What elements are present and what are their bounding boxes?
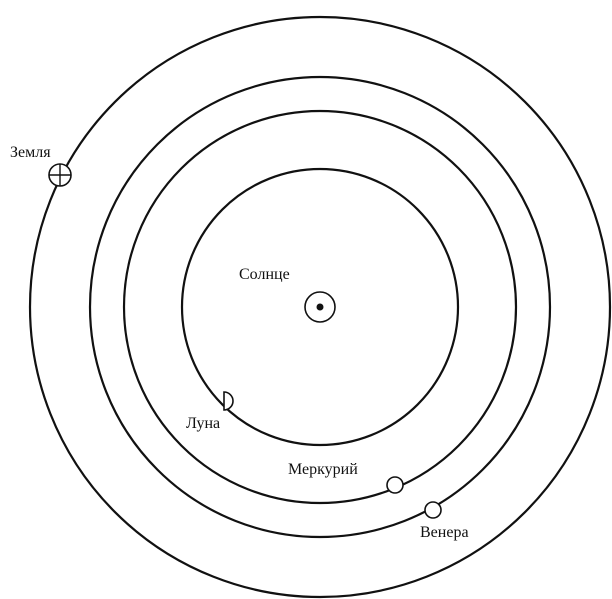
venus-label: Венера (420, 524, 469, 541)
moon-label: Луна (186, 415, 220, 432)
sun-symbol (305, 292, 335, 322)
mercury-label: Меркурий (288, 461, 358, 478)
moon-icon (224, 392, 233, 410)
venus-icon (425, 502, 441, 518)
moon-symbol (224, 392, 233, 410)
sun-label: Солнце (239, 266, 290, 283)
earth-symbol (49, 164, 71, 186)
earth-label: Земля (10, 144, 51, 161)
sun-center-dot (317, 304, 324, 311)
mercury-icon (387, 477, 403, 493)
